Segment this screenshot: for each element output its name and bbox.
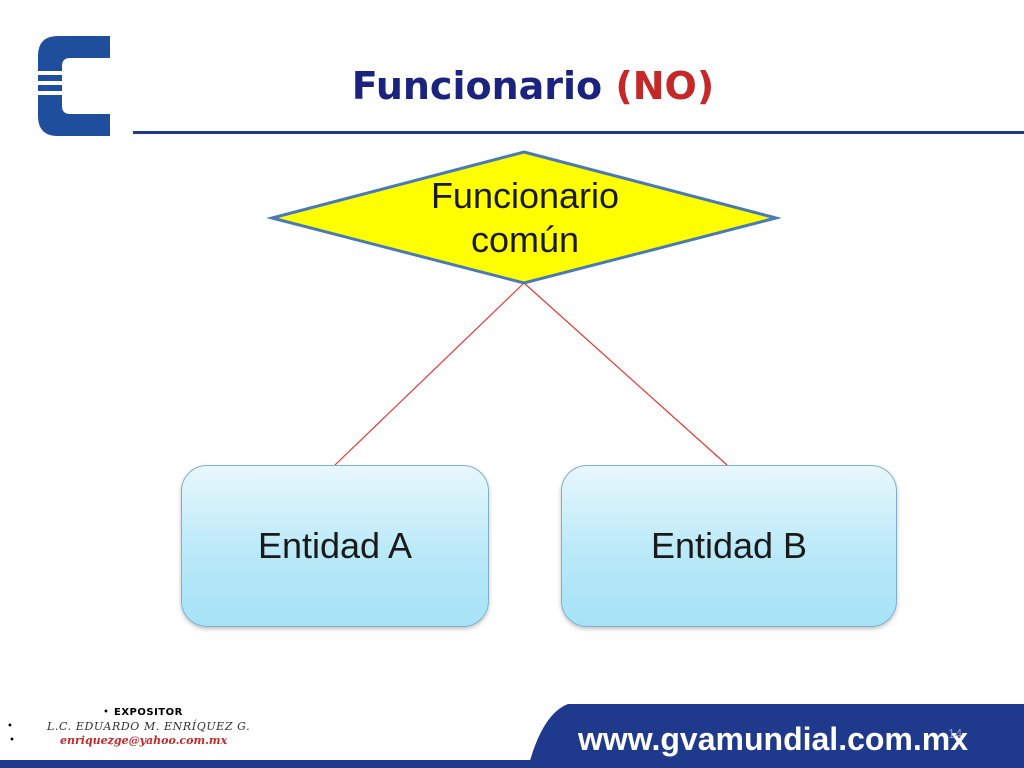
entity-b-label: Entidad B bbox=[650, 525, 808, 566]
website-url: www.gvamundial.com.mx bbox=[578, 721, 969, 757]
bullet-icon: • bbox=[9, 735, 15, 746]
slide-title: Funcionario (NO) bbox=[133, 58, 933, 114]
title-main: Funcionario bbox=[351, 64, 603, 108]
relationship-label: Funcionario común bbox=[395, 174, 655, 262]
title-underline bbox=[133, 131, 1024, 134]
entity-a-box: Entidad A bbox=[181, 465, 489, 627]
credit-name: • L.C. EDUARDO M. ENRÍQUEZ G. bbox=[0, 720, 300, 734]
connector-line-b bbox=[523, 282, 728, 466]
credit-role: • EXPOSITOR bbox=[0, 706, 300, 720]
entity-b-box: Entidad B bbox=[561, 465, 897, 627]
gva-logo-icon bbox=[38, 36, 110, 136]
bullet-icon: • bbox=[7, 721, 13, 732]
presenter-credits: • EXPOSITOR • L.C. EDUARDO M. ENRÍQUEZ G… bbox=[0, 706, 300, 748]
entity-a-label: Entidad A bbox=[257, 525, 413, 566]
footer-tab bbox=[528, 704, 1024, 768]
title-flag: (NO) bbox=[615, 64, 715, 108]
credit-email-text: enriquezge@yahoo.com.mx bbox=[60, 734, 228, 747]
footer-band bbox=[0, 760, 1024, 768]
relationship-diamond bbox=[266, 150, 782, 285]
page-number: 14 bbox=[947, 726, 963, 741]
connector-line-a bbox=[334, 282, 525, 466]
credit-name-text: L.C. EDUARDO M. ENRÍQUEZ G. bbox=[47, 720, 251, 733]
relationship-label-line1: Funcionario bbox=[430, 175, 620, 216]
credit-role-text: EXPOSITOR bbox=[114, 707, 183, 718]
bullet-icon: • bbox=[103, 707, 109, 718]
credit-email: • enriquezge@yahoo.com.mx bbox=[0, 734, 300, 748]
relationship-label-line2: común bbox=[470, 219, 580, 260]
